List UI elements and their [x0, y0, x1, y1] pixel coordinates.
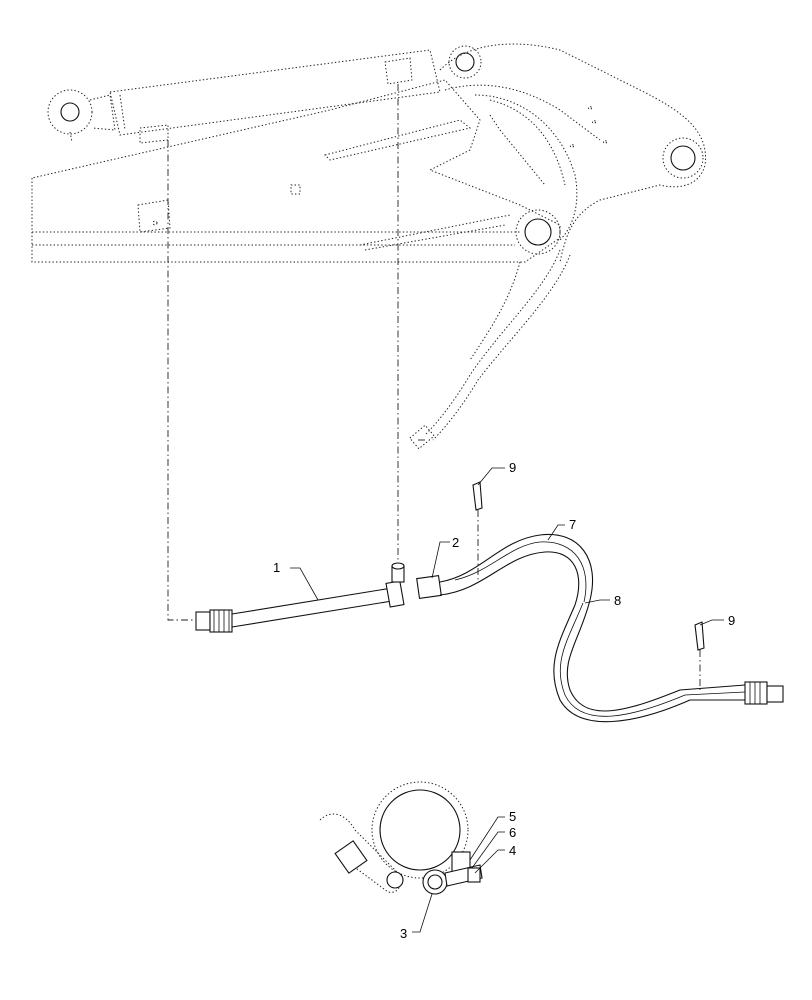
hydraulic-cylinder — [47, 49, 441, 144]
connection-leaders — [167, 84, 701, 690]
callout-5: 5 — [509, 809, 516, 824]
clamp-ring — [422, 869, 448, 895]
clamp-detail-view — [319, 781, 483, 895]
hose-assembly — [195, 533, 784, 723]
callout-1: 1 — [273, 560, 280, 575]
boom-arm-phantom — [31, 43, 707, 450]
callout-6: 6 — [509, 825, 516, 840]
callout-7: 7 — [569, 517, 576, 532]
callout-8: 8 — [614, 593, 621, 608]
callout-9-lower: 9 — [728, 613, 735, 628]
callout-leaders — [290, 467, 724, 933]
callout-9-upper: 9 — [509, 460, 516, 475]
callout-3: 3 — [400, 926, 407, 941]
callout-2: 2 — [452, 535, 459, 550]
hose-end-nut-right — [744, 681, 768, 705]
hose-end-fitting-right — [766, 685, 784, 703]
hose-end-fitting-left — [195, 611, 211, 631]
hose-end-nut-left — [209, 609, 233, 633]
adapter-fitting — [416, 574, 442, 600]
callout-4: 4 — [509, 843, 516, 858]
cable-tie-upper — [472, 481, 483, 511]
cable-tie-lower — [694, 621, 705, 651]
tee-fitting — [385, 580, 405, 608]
